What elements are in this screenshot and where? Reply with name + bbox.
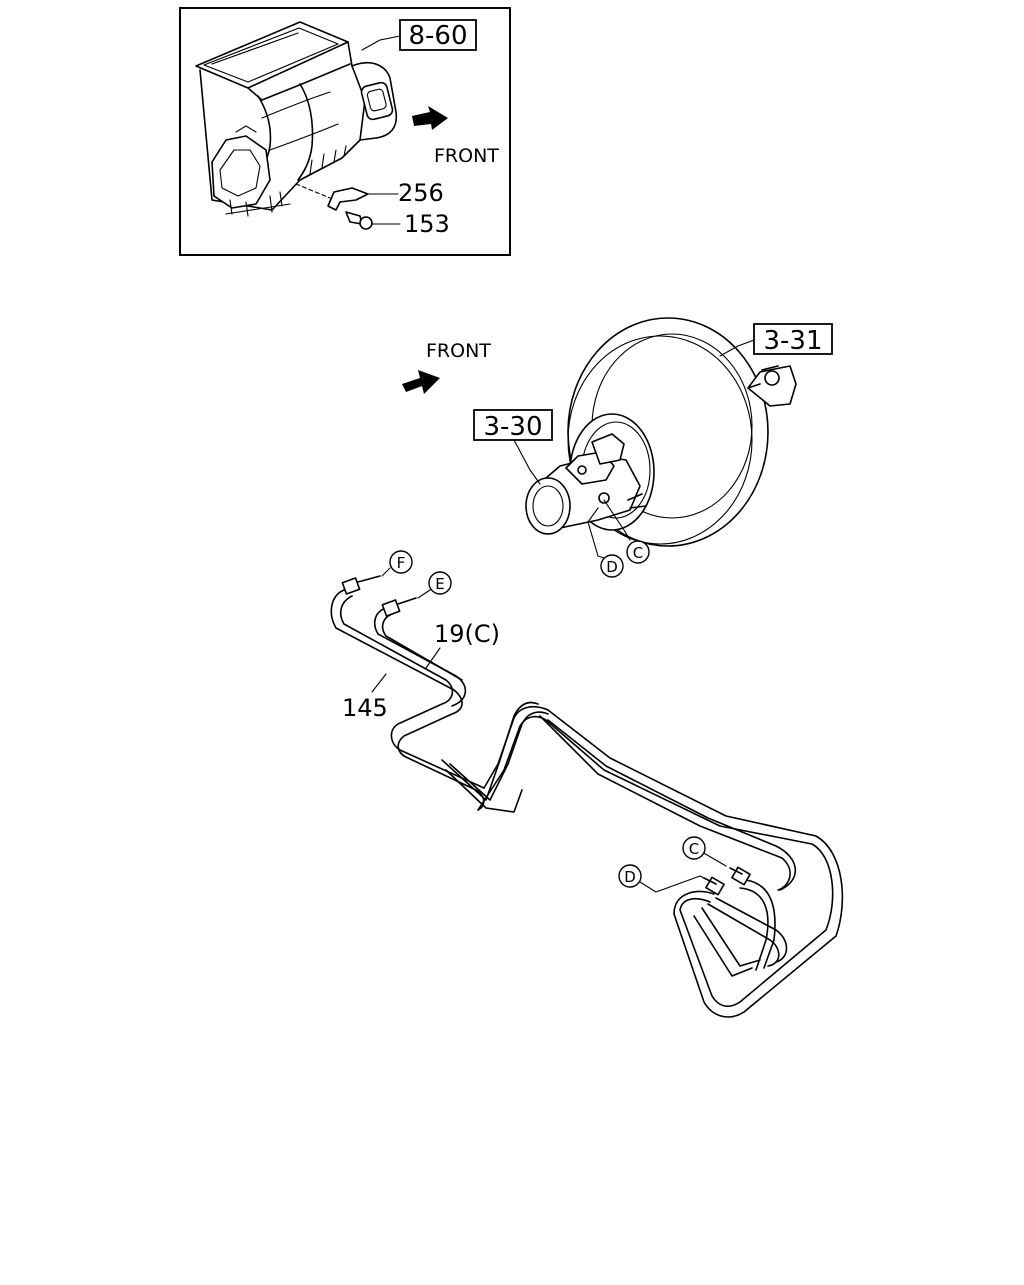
inset-front-label: FRONT (434, 145, 499, 167)
fitting-e (381, 597, 417, 617)
pipe-connector-end-c: C (682, 836, 727, 867)
svg-text:D: D (606, 558, 618, 576)
hvac-unit-drawing (195, 21, 398, 217)
inset-ref-leader (361, 35, 401, 51)
booster-ref-box (753, 323, 833, 355)
part-label-145: 145 (342, 694, 388, 722)
master-cylinder: 3-30 (473, 409, 647, 535)
main-front-indicator: FRONT (402, 340, 491, 394)
fitting-f (341, 575, 381, 595)
pipe-connector-f: F (381, 550, 413, 577)
inset-ref-label: 8-60 (408, 21, 467, 51)
brake-pipe-19c (373, 607, 797, 977)
svg-text:C: C (689, 840, 699, 858)
svg-text:E: E (435, 575, 444, 593)
part-19c-leader (425, 647, 441, 669)
svg-text:D: D (624, 868, 636, 886)
inset-panel: 8-60 FRONT 256 153 (179, 7, 511, 256)
mc-connector-d: D (587, 507, 624, 578)
svg-text:C: C (633, 544, 643, 562)
part-label-153: 153 (404, 210, 450, 238)
mc-connector-c: C (603, 499, 650, 564)
booster-ref-label: 3-31 (763, 326, 822, 356)
fitting-end-c (729, 866, 751, 886)
svg-text:F: F (397, 554, 406, 572)
bolt-153 (345, 211, 401, 230)
inset-ref-box (399, 19, 477, 51)
main-front-label: FRONT (426, 340, 491, 362)
inset-front-arrow (412, 106, 448, 130)
brake-pipe-145 (330, 589, 844, 1018)
mc-ref-leader (513, 439, 541, 485)
booster-ref-leader (719, 339, 755, 357)
mc-ref-label: 3-30 (483, 412, 542, 442)
mc-ref-box (473, 409, 553, 441)
part-145-leader (371, 673, 387, 693)
pipe-connector-end-d: D (618, 864, 709, 893)
bracket-256 (327, 187, 399, 211)
main-front-arrow (402, 370, 440, 394)
part-label-256: 256 (398, 179, 444, 207)
part-label-19c: 19(C) (434, 620, 500, 648)
pipe-connector-e: E (417, 571, 452, 599)
